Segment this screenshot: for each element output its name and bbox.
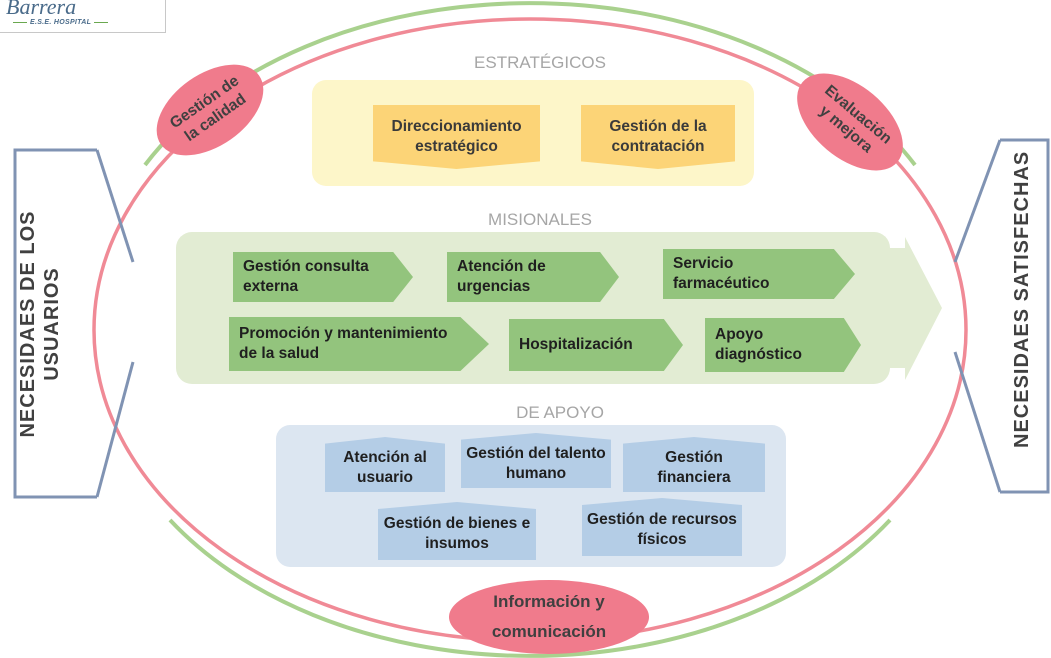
process-label: Gestión del talento humano [466, 444, 606, 482]
ellipse-gestion-calidad [156, 64, 264, 156]
process-hospitalizacion: Hospitalización [509, 319, 683, 371]
section-title-apoyo: DE APOYO [516, 403, 604, 422]
section-title-estrategicos: ESTRATÉGICOS [474, 53, 606, 72]
logo-subtitle: E.S.E. HOSPITAL [10, 19, 111, 26]
process-atencion-urgencias: Atención de urgencias [447, 252, 619, 302]
left-bracket-arrow-top [95, 149, 135, 263]
process-gestion-financiera: Gestión financiera [623, 437, 765, 492]
right-bracket-arrow-top [953, 139, 1002, 263]
process-label: Gestión financiera [657, 448, 731, 486]
ellipse-evaluacion-mejora [797, 73, 903, 171]
process-label: Gestión de bienes e insumos [383, 515, 531, 552]
process-apoyo-diagnostico: Apoyo diagnóstico [705, 318, 861, 372]
process-label: Promoción y mantenimiento de la salud [239, 325, 448, 362]
input-needs-line1: NECESIDAES DE LOS [17, 210, 39, 438]
cross-process-label: Información y comunicación [491, 592, 607, 641]
process-label: Hospitalización [519, 336, 633, 353]
right-bracket-arrow-bottom [953, 351, 1002, 493]
process-label: Gestión de la contratación [609, 118, 707, 155]
ellipse-informacion-comunicacion [449, 580, 649, 654]
process-gestion-consulta-externa: Gestión consulta externa [233, 252, 413, 302]
hospital-logo: Barrera E.S.E. HOSPITAL [0, 0, 166, 33]
process-direccionamiento-estrategico: Direccionamiento estratégico [373, 105, 540, 169]
section-title-misionales: MISIONALES [488, 210, 592, 229]
right-bracket [1000, 138, 1050, 494]
process-talento-humano: Gestión del talento humano [461, 433, 611, 488]
process-gestion-contratacion: Gestión de la contratación [581, 105, 735, 169]
process-label: Gestión consulta externa [243, 258, 369, 295]
process-label: Atención al usuario [343, 448, 427, 486]
process-recursos-fisicos: Gestión de recursos físicos [582, 498, 742, 556]
process-label: Atención de urgencias [457, 258, 546, 295]
left-bracket-arrow-bottom [95, 361, 135, 498]
input-needs-label: NECESIDAES DE LOS USUARIOS [16, 194, 64, 454]
output-needs-label: NECESIDAES SATISFECHAS [1011, 150, 1033, 448]
process-label: Direccionamiento estratégico [391, 118, 522, 155]
left-bracket [13, 148, 97, 499]
process-label: Servicio farmacéutico [673, 255, 770, 292]
process-bienes-insumos: Gestión de bienes e insumos [378, 502, 536, 560]
process-atencion-usuario: Atención al usuario [325, 437, 445, 492]
cross-process-informacion-comunicacion: Información y comunicación [449, 585, 649, 649]
process-promocion-mantenimiento: Promoción y mantenimiento de la salud [229, 317, 489, 371]
process-label: Apoyo diagnóstico [715, 326, 802, 363]
process-label: Gestión de recursos físicos [587, 511, 737, 548]
logo-name: Barrera [6, 0, 77, 19]
process-ring-inner-bottom [168, 518, 892, 658]
input-needs-line2: USUARIOS [41, 267, 63, 381]
process-servicio-farmaceutico: Servicio farmacéutico [663, 249, 855, 299]
